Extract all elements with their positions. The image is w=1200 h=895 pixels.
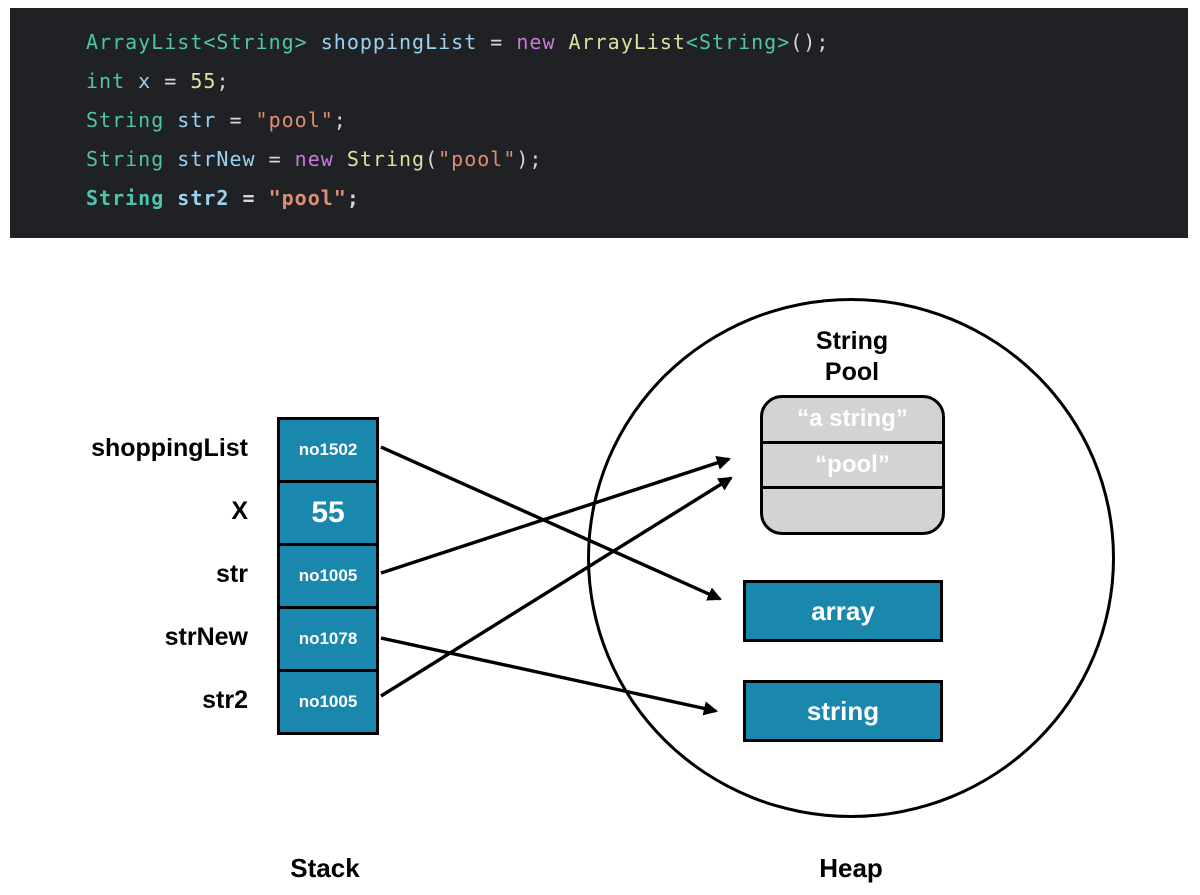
stack-cell-str2: no1005	[277, 669, 379, 735]
heap-string-box: string	[743, 680, 943, 742]
code-line: String str2 = "pool";	[86, 179, 1188, 218]
stack-var-label-str2: str2	[202, 686, 248, 714]
code-token: ArrayList	[568, 30, 686, 54]
code-token: shoppingList	[320, 30, 478, 54]
code-token	[164, 147, 177, 171]
code-token: (	[425, 147, 439, 171]
code-token: =	[255, 147, 295, 171]
string-pool-title: String Pool	[815, 327, 889, 386]
string-pool-box: “a string” “pool”	[760, 395, 945, 535]
stack-label: Stack	[290, 853, 360, 883]
code-token: ;	[333, 108, 347, 132]
code-token	[125, 69, 138, 93]
code-token: ();	[790, 30, 830, 54]
stack-var-label-shoppingList: shoppingList	[91, 434, 248, 462]
code-line: int x = 55;	[86, 62, 1188, 101]
code-token	[164, 186, 177, 210]
stack-var-label-strNew: strNew	[164, 623, 248, 651]
code-token: String	[346, 147, 426, 171]
code-token: );	[516, 147, 543, 171]
code-token	[334, 147, 347, 171]
code-token: ;	[346, 186, 360, 210]
code-token: ;	[216, 69, 230, 93]
stack-var-label-X: X	[231, 497, 248, 525]
code-token: String	[86, 186, 165, 210]
code-token: ArrayList<String>	[86, 30, 308, 54]
code-token: "pool"	[255, 108, 334, 132]
code-token: String	[86, 147, 165, 171]
code-line: String strNew = new String("pool");	[86, 140, 1188, 179]
string-pool-row-empty	[763, 486, 942, 532]
code-token: =	[151, 69, 191, 93]
code-token: String	[86, 108, 165, 132]
code-token: =	[229, 186, 269, 210]
stack-var-label-str: str	[216, 560, 248, 588]
code-token: 55	[190, 69, 217, 93]
code-token	[556, 30, 569, 54]
code-token: "pool"	[268, 186, 347, 210]
heap-array-box: array	[743, 580, 943, 642]
code-token: str	[177, 108, 217, 132]
code-token: strNew	[177, 147, 256, 171]
string-pool-row-pool: “pool”	[763, 440, 942, 487]
code-token: new	[516, 30, 556, 54]
code-token: new	[294, 147, 334, 171]
string-pool-row-a-string: “a string”	[797, 405, 908, 433]
code-line: ArrayList<String> shoppingList = new Arr…	[86, 23, 1188, 62]
stack-cell-str: no1005	[277, 543, 379, 609]
code-line: String str = "pool";	[86, 101, 1188, 140]
stack-cell-X: 55	[277, 480, 379, 546]
code-token: <String>	[685, 30, 791, 54]
code-token: =	[216, 108, 256, 132]
code-token: x	[138, 69, 152, 93]
heap-label: Heap	[819, 853, 883, 883]
code-token: str2	[177, 186, 230, 210]
code-token: =	[477, 30, 517, 54]
stack-cell-strNew: no1078	[277, 606, 379, 672]
code-token: int	[86, 69, 126, 93]
code-token	[164, 108, 177, 132]
code-token: "pool"	[438, 147, 517, 171]
code-token	[308, 30, 321, 54]
code-block: ArrayList<String> shoppingList = new Arr…	[10, 8, 1188, 238]
stack-cell-shoppingList: no1502	[277, 417, 379, 483]
